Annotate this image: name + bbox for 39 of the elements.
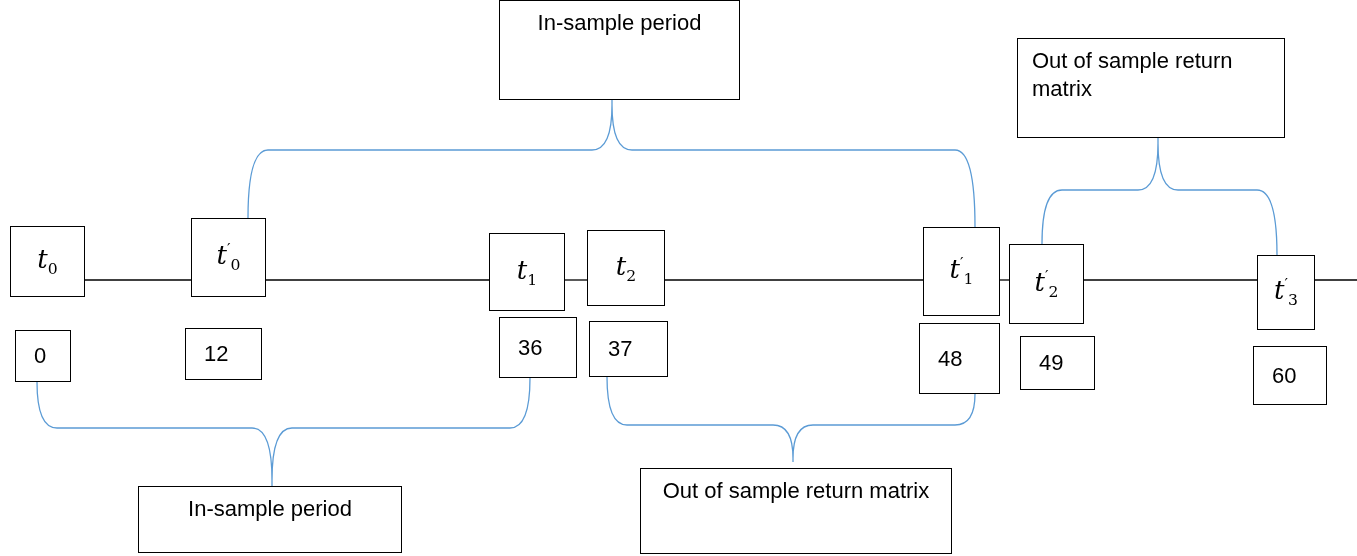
period-label: In-sample period — [537, 9, 702, 37]
month-box — [499, 317, 577, 378]
period-box — [499, 0, 740, 100]
period-label: Out of sample return matrix — [1032, 47, 1234, 102]
time-box — [1009, 244, 1084, 324]
time-label: t$_{1}$ — [516, 253, 538, 291]
month-box — [185, 328, 262, 380]
time-label: t$_{0}$ — [37, 243, 58, 280]
month-box — [15, 330, 71, 382]
period-box — [1017, 38, 1285, 138]
month-number: 37 — [608, 335, 633, 363]
time-label: t$_{2}$ — [615, 249, 637, 287]
month-box — [919, 323, 1000, 394]
timeline-line — [564, 279, 588, 281]
month-number: 49 — [1039, 349, 1064, 377]
month-number: 60 — [1272, 361, 1297, 390]
timeline-line — [84, 279, 192, 281]
month-box — [1020, 336, 1095, 390]
month-number: 36 — [518, 333, 543, 362]
month-box — [1253, 346, 1327, 405]
period-label: Out of sample return matrix — [662, 477, 930, 505]
time-box — [923, 227, 1000, 316]
timeline-line — [664, 279, 924, 281]
time-box — [587, 230, 665, 306]
timeline-line — [265, 279, 490, 281]
time-box — [191, 218, 266, 297]
time-box — [1257, 255, 1315, 330]
month-number: 0 — [34, 342, 47, 370]
month-number: 12 — [204, 340, 229, 368]
period-box — [640, 468, 952, 554]
timeline-line — [1314, 279, 1357, 281]
period-box — [138, 486, 402, 553]
month-box — [589, 321, 668, 377]
month-number: 48 — [938, 344, 963, 373]
timeline-line — [999, 279, 1010, 281]
timeline-line — [1083, 279, 1258, 281]
period-label: In-sample period — [188, 495, 352, 523]
time-box — [489, 233, 565, 311]
time-box — [10, 226, 85, 297]
